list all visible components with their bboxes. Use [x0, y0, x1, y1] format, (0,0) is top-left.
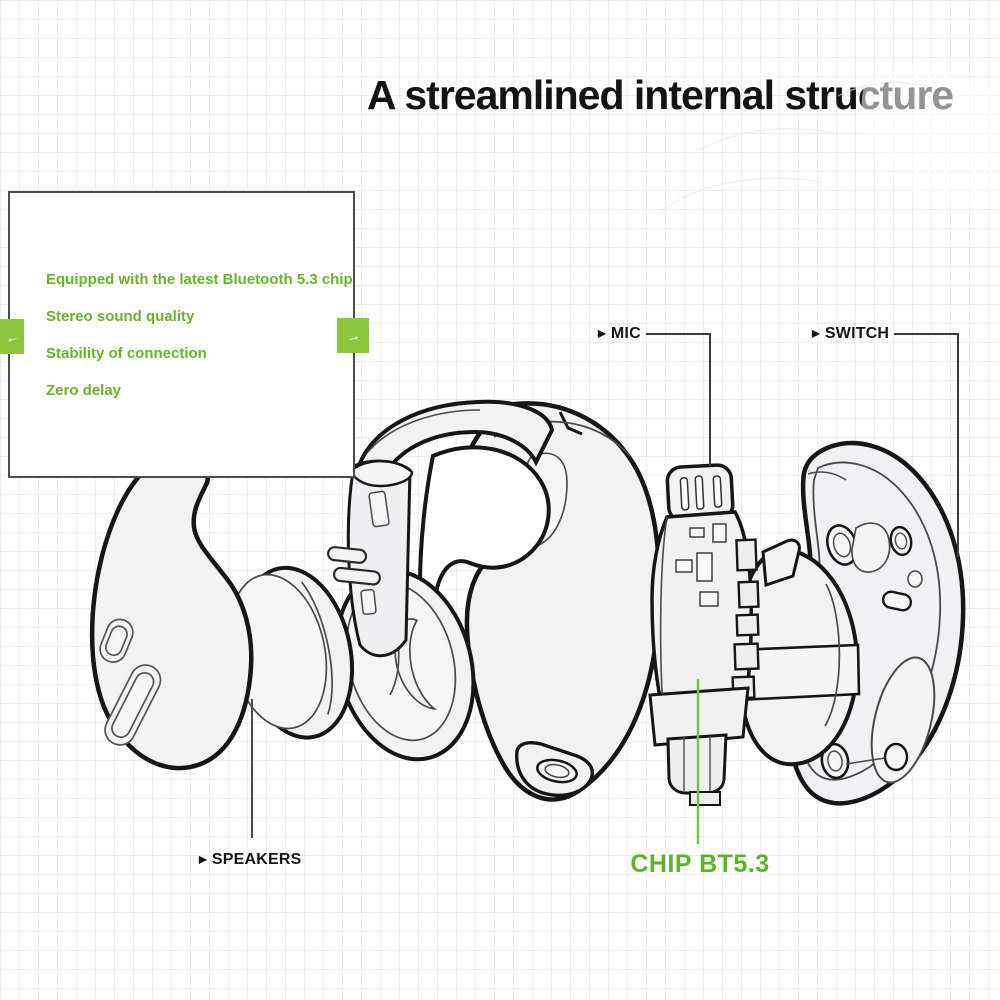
- feature-list: Equipped with the latest Bluetooth 5.3 c…: [46, 261, 353, 409]
- feature-item-stereo: Stereo sound quality: [46, 308, 195, 325]
- switch-callout-line: [894, 333, 959, 557]
- callout-lines: [251, 333, 959, 844]
- triangle-marker-icon: ▶: [199, 854, 207, 866]
- callout-speakers: ▶ SPEAKERS: [199, 851, 302, 869]
- carousel-prev-button[interactable]: ←: [0, 319, 24, 354]
- hook-cutout: [417, 445, 551, 595]
- feature-box: Equipped with the latest Bluetooth 5.3 c…: [8, 191, 355, 478]
- mic-unit: [665, 463, 735, 523]
- speakers-label: SPEAKERS: [211, 851, 302, 868]
- feature-item-bluetooth: Equipped with the latest Bluetooth 5.3 c…: [46, 271, 353, 288]
- chip-module: [648, 463, 760, 806]
- mic-label: MIC: [610, 325, 641, 342]
- ear-tip: [89, 457, 254, 771]
- triangle-marker-icon: ▶: [812, 328, 820, 340]
- callout-mic: ▶ MIC: [598, 325, 641, 343]
- triangle-marker-icon: ▶: [598, 328, 606, 340]
- carousel-next-button[interactable]: →: [337, 318, 369, 353]
- feature-item-zero-delay: Zero delay: [46, 382, 122, 399]
- page-title: A streamlined internal structure: [366, 72, 954, 118]
- mic-callout-line: [646, 333, 711, 466]
- switch-label: SWITCH: [824, 325, 890, 342]
- feature-item-stability: Stability of connection: [46, 345, 207, 362]
- callout-switch: ▶ SWITCH: [812, 325, 889, 343]
- callout-chip: CHIP BT5.3: [630, 850, 770, 878]
- left-arrow-icon: ←: [3, 327, 21, 346]
- ear-hook-frame: [327, 399, 555, 762]
- faint-sketch: [659, 66, 1000, 213]
- right-arrow-icon: →: [344, 326, 362, 345]
